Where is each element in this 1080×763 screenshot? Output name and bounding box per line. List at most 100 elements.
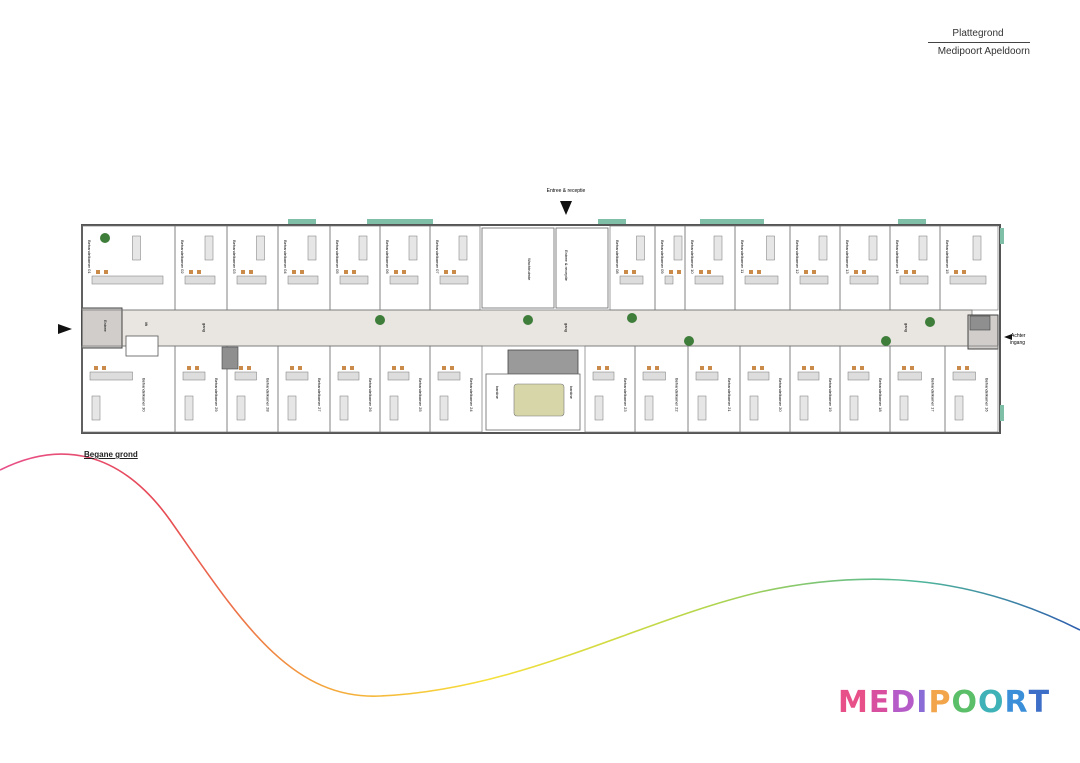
waiting-room bbox=[481, 227, 555, 309]
chair bbox=[632, 270, 636, 274]
chair bbox=[597, 366, 601, 370]
plant bbox=[684, 336, 694, 346]
desk bbox=[797, 371, 820, 381]
room-label-top: Behandelkamer 05 bbox=[335, 240, 340, 274]
room-label-bottom: Behandelkamer 30 bbox=[142, 378, 147, 412]
treatment-bed bbox=[91, 395, 101, 421]
chair bbox=[392, 366, 396, 370]
treatment-bed bbox=[236, 395, 246, 421]
room-label-top: Behandelkamer 06 bbox=[385, 240, 390, 274]
treatment-bed bbox=[256, 235, 265, 261]
treatment-bed bbox=[818, 235, 828, 261]
plant bbox=[627, 313, 637, 323]
toilet-right bbox=[969, 315, 991, 331]
room-label-top: Behandelkamer 11 bbox=[740, 240, 745, 274]
sanitary-block bbox=[507, 349, 579, 375]
room-label-bottom: Behandelkamer 29 bbox=[214, 378, 219, 412]
room-top bbox=[939, 225, 999, 311]
desk bbox=[182, 371, 206, 381]
floor-label: Begane grond bbox=[84, 450, 138, 459]
logo-letter: T bbox=[1028, 684, 1051, 720]
desk bbox=[285, 371, 309, 381]
room-label-bottom: Behandelkamer 23 bbox=[623, 378, 628, 412]
desk bbox=[387, 371, 410, 381]
desk bbox=[747, 371, 770, 381]
chair bbox=[707, 270, 711, 274]
treatment-bed bbox=[918, 235, 928, 261]
desk bbox=[439, 275, 469, 285]
room-label-top: Behandelkamer 02 bbox=[180, 240, 185, 274]
room-label-bottom: Behandelkamer 19 bbox=[828, 378, 833, 412]
label-gang-1: gang bbox=[202, 323, 207, 332]
chair bbox=[450, 366, 454, 370]
chair bbox=[94, 366, 98, 370]
desk bbox=[234, 371, 257, 381]
chair bbox=[605, 366, 609, 370]
label-lift: lift bbox=[144, 322, 149, 327]
label-gang-2: gang bbox=[564, 323, 569, 332]
entrance-right bbox=[967, 314, 999, 350]
logo-letter: R bbox=[1004, 684, 1029, 720]
room-label-top: Behandelkamer 13 bbox=[845, 240, 850, 274]
label-entree-receptie: Entree & receptie bbox=[564, 250, 569, 282]
chair bbox=[802, 366, 806, 370]
title-block: Plattegrond Medipoort Apeldoorn bbox=[928, 28, 1030, 57]
room-label-top: Behandelkamer 08 bbox=[615, 240, 620, 274]
desk bbox=[849, 275, 879, 285]
central-area bbox=[125, 227, 991, 431]
desk bbox=[619, 275, 644, 285]
label-gang-3: gang bbox=[904, 323, 909, 332]
chair bbox=[239, 366, 243, 370]
plant bbox=[881, 336, 891, 346]
corridor bbox=[119, 309, 973, 347]
chair bbox=[904, 270, 908, 274]
logo-letter: P bbox=[928, 684, 952, 720]
treatment-bed bbox=[697, 395, 707, 421]
logo-letter: E bbox=[868, 684, 891, 720]
chair bbox=[452, 270, 456, 274]
label-achter-1: Achter bbox=[1011, 333, 1026, 339]
entrance-arrow-top bbox=[560, 201, 572, 215]
desk bbox=[91, 275, 164, 285]
logo-letter: I bbox=[916, 684, 929, 720]
chair bbox=[402, 270, 406, 274]
label-achter-2: ingang bbox=[1010, 340, 1025, 346]
plant bbox=[375, 315, 385, 325]
glazing bbox=[288, 219, 1004, 421]
chair bbox=[749, 270, 753, 274]
treatment-bed bbox=[307, 235, 317, 261]
chair bbox=[804, 270, 808, 274]
chair bbox=[669, 270, 673, 274]
chair bbox=[655, 366, 659, 370]
room-label-top: Behandelkamer 14 bbox=[895, 240, 900, 274]
label-kantine-right: kantine bbox=[569, 386, 574, 400]
desk bbox=[695, 371, 719, 381]
plant bbox=[925, 317, 935, 327]
room-label-top: Behandelkamer 09 bbox=[660, 240, 665, 274]
chair bbox=[102, 366, 106, 370]
chair bbox=[962, 270, 966, 274]
room-label-top: Behandelkamer 01 bbox=[87, 240, 92, 274]
room-label-bottom: Behandelkamer 26 bbox=[368, 378, 373, 412]
reception-room bbox=[555, 227, 609, 309]
chair bbox=[394, 270, 398, 274]
desk bbox=[437, 371, 461, 381]
desk bbox=[949, 275, 987, 285]
treatment-bed bbox=[132, 235, 141, 261]
room-label-bottom: Behandelkamer 21 bbox=[727, 378, 732, 412]
chair bbox=[647, 366, 651, 370]
chair bbox=[189, 270, 193, 274]
entrance-arrow-right bbox=[1004, 334, 1012, 340]
treatment-bed bbox=[339, 395, 349, 421]
desk bbox=[744, 275, 779, 285]
desk bbox=[287, 275, 319, 285]
room-top bbox=[429, 225, 481, 311]
room-bottom bbox=[429, 345, 483, 433]
room-label-top: Behandelkamer 04 bbox=[283, 240, 288, 274]
chair bbox=[902, 366, 906, 370]
desk bbox=[694, 275, 724, 285]
label-kantine-left: kantine bbox=[495, 386, 500, 400]
chair bbox=[342, 366, 346, 370]
decorative-wave bbox=[0, 453, 1080, 697]
